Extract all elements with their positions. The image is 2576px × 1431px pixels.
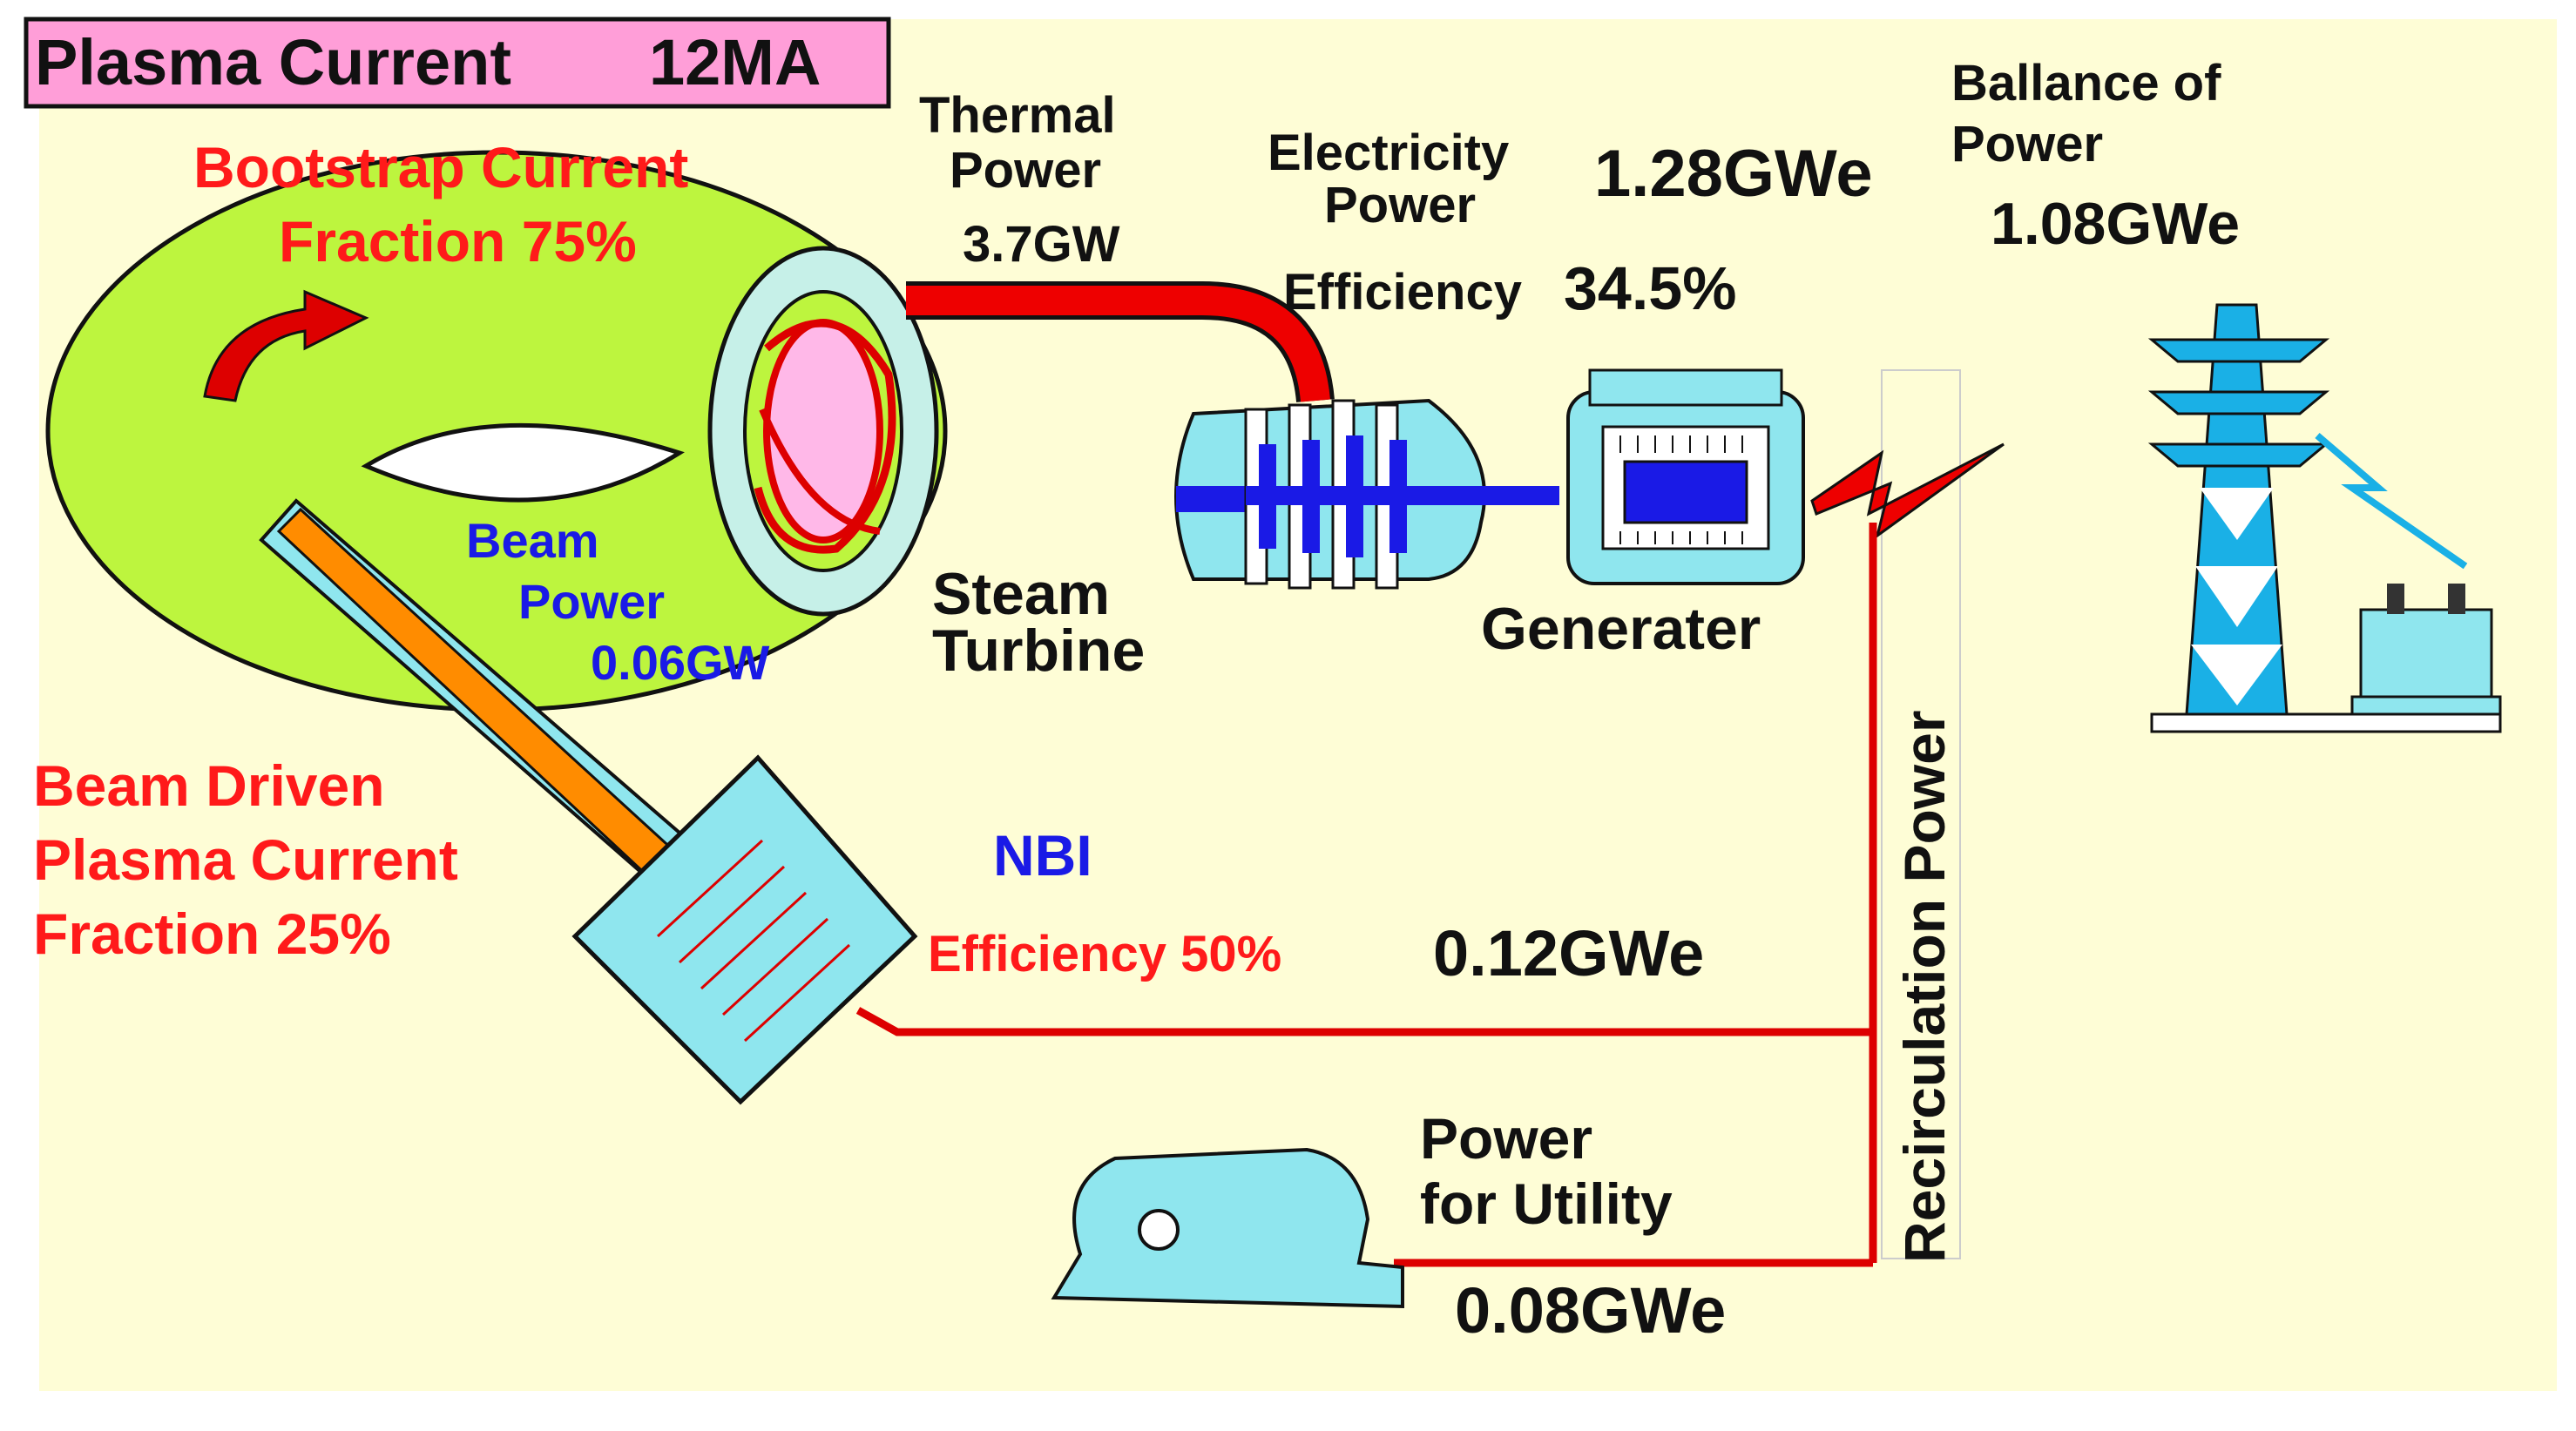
nbi-ion-source	[571, 754, 918, 1105]
balance-of-power-value: 1.08GWe	[1991, 191, 2240, 257]
tokamak-torus	[45, 150, 948, 712]
nbi-grid-lines	[656, 839, 851, 1043]
utility-power-label-line1: Power	[1420, 1106, 1592, 1171]
recirculation-power-label: Recirculation Power	[1892, 710, 1957, 1263]
electricity-power-label-line2: Power	[1324, 177, 1476, 233]
torus-hole	[361, 422, 685, 503]
beam-driven-label-line2: Plasma Current	[33, 827, 458, 892]
pump-port	[1138, 1209, 1180, 1251]
utility-power-label-line2: for Utility	[1420, 1171, 1673, 1236]
generator	[1566, 368, 1805, 585]
nbi-efficiency-label: Efficiency 50%	[928, 926, 1281, 982]
generator-efficiency-label: Efficiency	[1283, 264, 1522, 321]
electricity-power-value: 1.28GWe	[1594, 137, 1873, 211]
utility-pump	[1051, 1147, 1404, 1309]
power-line-spark	[2315, 432, 2468, 570]
header-title: Plasma Current	[35, 26, 511, 98]
balance-of-power-label-line1: Ballance of	[1951, 55, 2221, 111]
balance-of-power-label-line2: Power	[1951, 116, 2103, 172]
utility-power-value: 0.08GWe	[1455, 1274, 1726, 1347]
transformer	[2359, 608, 2493, 707]
nbi-power-value: 0.12GWe	[1433, 917, 1704, 989]
bootstrap-label-line1: Bootstrap Current	[193, 135, 688, 199]
bootstrap-current-arrow	[203, 289, 369, 402]
beam-power-label-line1: Beam	[466, 513, 599, 568]
generator-label: Generater	[1481, 596, 1761, 662]
bootstrap-label-line2: Fraction 75%	[279, 209, 637, 273]
thermal-power-label-line1: Thermal	[919, 87, 1116, 144]
thermal-power-label-line2: Power	[950, 142, 1101, 199]
nbi-injector	[259, 498, 918, 1105]
plasma-current-loop-2	[759, 408, 881, 535]
turbine-inlet	[1176, 486, 1246, 512]
tower-base	[2150, 712, 2502, 733]
pump-body	[1051, 1147, 1404, 1309]
steam-turbine-label-line2: Turbine	[932, 618, 1145, 684]
electricity-power-label-line1: Electricity	[1268, 125, 1509, 181]
generator-efficiency-value: 34.5%	[1564, 254, 1736, 322]
nbi-power-line	[855, 1007, 1873, 1036]
generator-rotor	[1623, 460, 1748, 524]
beam-driven-label-line3: Fraction 25%	[33, 901, 391, 966]
lightning-bolt-icon	[1810, 442, 2005, 539]
steam-turbine-label-line1: Steam	[932, 561, 1110, 627]
plasma-current-loop	[754, 319, 896, 554]
header-value: 12MA	[649, 26, 821, 98]
turbine-shaft	[1246, 486, 1559, 505]
beam-driven-label-line1: Beam Driven	[33, 753, 385, 818]
beam-power-label-line2: Power	[518, 574, 665, 629]
header-box	[24, 17, 891, 109]
beam-power-value: 0.06GW	[591, 635, 770, 690]
nbi-label: NBI	[993, 823, 1092, 888]
steam-turbine	[1174, 398, 1559, 590]
thermal-power-pipe-fill	[906, 286, 1330, 402]
transmission-tower	[2147, 303, 2502, 733]
thermal-power-value: 3.7GW	[963, 216, 1120, 273]
